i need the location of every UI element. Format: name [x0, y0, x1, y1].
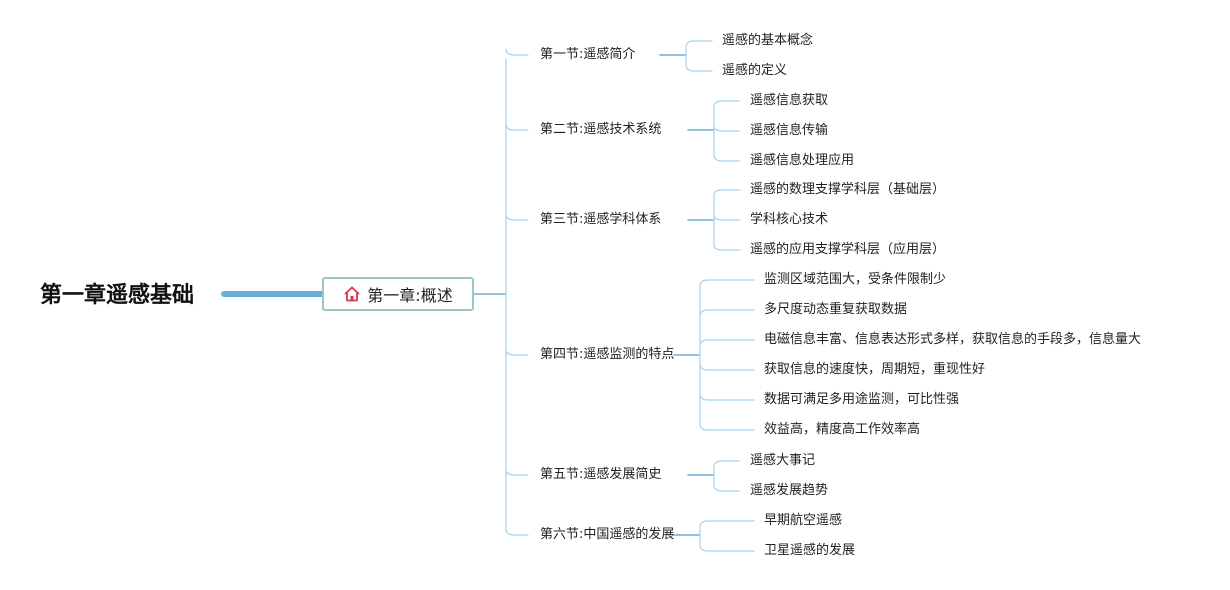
chapter-label: 第一章:概述	[367, 286, 453, 305]
item-node[interactable]: 电磁信息丰富、信息表达形式多样，获取信息的手段多，信息量大	[764, 332, 1142, 347]
item-branch	[713, 100, 741, 108]
section-branch	[505, 213, 529, 221]
item-node[interactable]: 遥感的基本概念	[722, 33, 814, 48]
item-branch	[699, 339, 755, 347]
item-node[interactable]: 遥感信息处理应用	[750, 153, 855, 168]
section-node[interactable]: 第二节:遥感技术系统	[540, 122, 662, 137]
chapter-node[interactable]: 第一章:概述	[322, 277, 474, 311]
section-node[interactable]: 第一节:遥感简介	[540, 47, 636, 62]
item-node[interactable]: 数据可满足多用途监测，可比性强	[764, 392, 960, 407]
item-node[interactable]: 遥感大事记	[750, 453, 816, 468]
item-node[interactable]: 遥感信息获取	[750, 93, 829, 108]
home-icon	[344, 286, 360, 302]
item-node[interactable]: 遥感发展趋势	[750, 483, 829, 498]
section-node[interactable]: 第五节:遥感发展简史	[540, 467, 662, 482]
item-branch	[713, 484, 741, 492]
section-branch	[505, 48, 529, 56]
item-node[interactable]: 遥感的应用支撑学科层（应用层）	[750, 242, 946, 257]
root-topic[interactable]: 第一章遥感基础	[40, 283, 195, 308]
item-branch	[685, 40, 713, 48]
item-branch	[699, 279, 755, 287]
item-node[interactable]: 卫星遥感的发展	[764, 543, 856, 558]
section-node[interactable]: 第六节:中国遥感的发展	[540, 527, 675, 542]
section-node[interactable]: 第四节:遥感监测的特点	[540, 347, 675, 362]
item-node[interactable]: 遥感信息传输	[750, 123, 829, 138]
item-branch	[699, 309, 755, 317]
item-branch	[699, 423, 755, 431]
item-branch	[699, 544, 755, 552]
item-node[interactable]: 学科核心技术	[750, 212, 829, 227]
item-node[interactable]: 效益高，精度高工作效率高	[764, 422, 921, 437]
item-branch	[713, 243, 741, 251]
section-branch	[505, 528, 529, 536]
item-node[interactable]: 早期航空遥感	[764, 513, 843, 528]
item-branch	[713, 213, 741, 221]
item-branch	[713, 460, 741, 468]
item-node[interactable]: 多尺度动态重复获取数据	[764, 302, 908, 317]
section-branch	[505, 468, 529, 476]
section-branch	[505, 348, 529, 356]
item-branch	[685, 64, 713, 72]
item-branch	[713, 189, 741, 197]
item-node[interactable]: 监测区域范围大，受条件限制少	[764, 272, 947, 287]
section-node[interactable]: 第三节:遥感学科体系	[540, 212, 662, 227]
item-branch	[699, 393, 755, 401]
item-branch	[699, 363, 755, 371]
item-branch	[713, 124, 741, 132]
item-node[interactable]: 遥感的数理支撑学科层（基础层）	[750, 182, 946, 197]
section-branch	[505, 123, 529, 131]
item-branch	[713, 154, 741, 162]
item-node[interactable]: 获取信息的速度快，周期短，重现性好	[764, 362, 986, 377]
item-branch	[699, 520, 755, 528]
item-node[interactable]: 遥感的定义	[722, 63, 788, 78]
